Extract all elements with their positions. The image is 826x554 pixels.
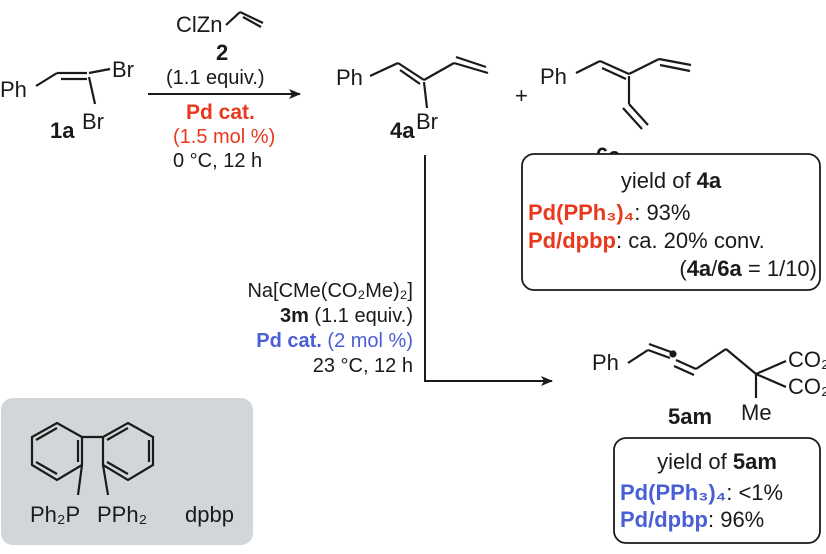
box1-title: yield of 4a (621, 168, 722, 193)
c4a-ph: Ph (336, 65, 363, 90)
reaction-arrow-2 (424, 155, 553, 386)
step2-catalyst-line: Pd cat. (2 mol %) (256, 330, 413, 352)
c5am-ph: Ph (592, 350, 619, 375)
compound-5am (627, 342, 787, 398)
c1a-label: 1a (50, 118, 75, 143)
step1-equiv: (1.1 equiv.) (166, 67, 265, 89)
c5am-label: 5am (668, 404, 712, 429)
c5am-me: Me (741, 400, 772, 425)
ligand-p-right: PPh₂ (97, 502, 147, 527)
compound-6a (575, 57, 692, 130)
plus-sign: + (515, 83, 528, 108)
c1a-ph: Ph (0, 77, 27, 102)
step2-reagent-line: 3m (1.1 equiv.) (280, 305, 413, 327)
box1-row-pph3: Pd(PPh₃)₄: 93% (528, 200, 690, 225)
reagent2-clzn: ClZn (176, 12, 222, 37)
allene-center-dot (669, 350, 677, 358)
reagent2-vinyl (225, 11, 264, 28)
c4a-label: 4a (390, 118, 415, 143)
box1-row-dpbp: Pd/dpbp: ca. 20% conv. (528, 228, 765, 253)
yield-box-4a (521, 153, 821, 291)
ligand-p-left: Ph₂P (30, 502, 80, 527)
box2-row-dpbp: Pd/dpbp: 96% (620, 507, 764, 532)
ligand-box (1, 398, 253, 545)
c1a-br-top: Br (112, 57, 134, 82)
yield-box-5am (613, 437, 821, 544)
c6a-ph: Ph (540, 64, 567, 89)
c1a-br-bottom: Br (82, 109, 104, 134)
box1-row-ratio: (4a/6a = 1/10) (679, 256, 817, 281)
step1-conditions: 0 °C, 12 h (173, 150, 262, 172)
c5am-ester-top: CO₂Me (788, 347, 826, 372)
step1-catalyst: Pd cat. (186, 101, 255, 124)
box2-title: yield of 5am (657, 449, 777, 474)
compound-1a (35, 67, 111, 105)
step1-loading: (1.5 mol %) (173, 126, 275, 148)
compound-4a (369, 55, 489, 109)
step2-reagent: Na[CMe(CO₂Me)₂] (247, 280, 413, 302)
c4a-br: Br (416, 109, 438, 134)
ligand-biphenyl (30, 421, 155, 496)
box2-row-pph3: Pd(PPh₃)₄: <1% (620, 480, 783, 505)
step2-conditions: 23 °C, 12 h (313, 355, 413, 377)
ligand-name: dpbp (185, 502, 234, 527)
c5am-ester-bottom: CO₂Me (788, 374, 826, 399)
reagent2-number: 2 (216, 40, 228, 65)
